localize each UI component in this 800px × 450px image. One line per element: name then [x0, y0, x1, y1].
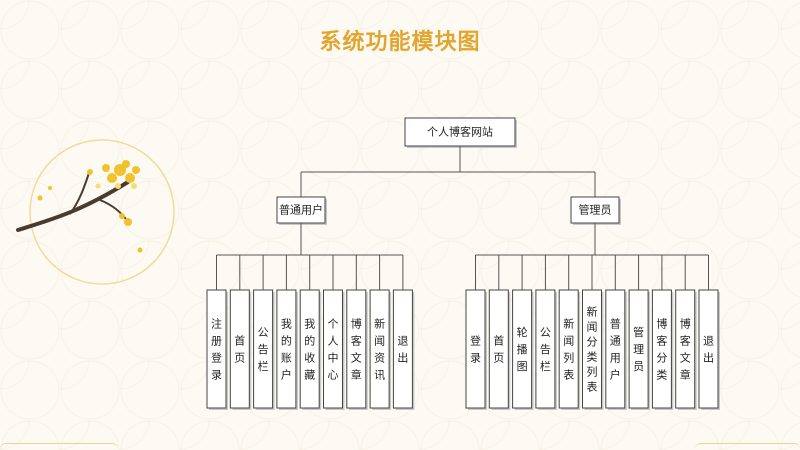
- leaf-node: [465, 289, 486, 409]
- decor-band-left: [0, 443, 118, 450]
- leaf-node-label: 公告栏: [540, 326, 551, 373]
- leaf-node: [512, 289, 533, 409]
- leaf-node: [651, 289, 672, 409]
- leaf-node: [323, 289, 343, 409]
- leaf-node: [346, 289, 367, 409]
- leaf-node: [369, 289, 390, 409]
- leaf-node: [276, 289, 297, 409]
- leaf-node: [206, 289, 227, 409]
- leaf-node-label: 登录: [470, 334, 481, 365]
- leaf-node-label: 博客分类: [656, 318, 667, 382]
- root-node: [404, 117, 516, 147]
- group-node-0: [276, 196, 326, 224]
- leaf-node-label: 首页: [493, 334, 504, 365]
- flower-branch-illustration: [16, 139, 175, 285]
- leaf-node-label: 管理员: [633, 325, 644, 373]
- leaf-node-label: 普通用户: [610, 317, 621, 382]
- leaf-node: [229, 289, 250, 409]
- leaf-node-label: 博客文章: [680, 318, 691, 382]
- leaf-node: [299, 289, 320, 409]
- leaf-node-label: 新闻资讯: [374, 317, 385, 382]
- leaf-node-label: 我的收藏: [304, 318, 315, 382]
- leaf-node: [253, 289, 274, 409]
- leaf-node: [628, 289, 649, 409]
- leaf-node: [675, 289, 696, 409]
- group-node-1: [570, 196, 620, 224]
- leaf-node-label: 退出: [703, 335, 714, 365]
- diagram-title: 系统功能模块图: [319, 30, 481, 55]
- leaf-node-label: 退出: [397, 335, 408, 365]
- leaf-node-label: 博客文章: [351, 318, 362, 382]
- group-node-label-1: 管理员: [579, 203, 612, 217]
- group-node-label-0: 普通用户: [279, 203, 323, 217]
- leaf-node-label: 个人中心: [328, 318, 339, 382]
- leaf-node-label: 我的账户: [281, 318, 292, 382]
- leaf-node-label: 新闻列表: [563, 317, 574, 382]
- leaf-node: [605, 289, 626, 409]
- leaf-node: [392, 289, 413, 409]
- leaf-node: [582, 289, 602, 409]
- leaf-node-label: 轮播图: [517, 325, 528, 373]
- leaf-node: [535, 289, 556, 409]
- leaf-node-label: 公告栏: [258, 326, 269, 373]
- leaf-node-label: 首页: [234, 334, 245, 365]
- decor-band-right: [695, 443, 800, 450]
- leaf-node: [558, 289, 579, 409]
- leaf-node-label: 新闻分类列表: [587, 305, 598, 394]
- leaf-node-label: 注册登录: [211, 317, 222, 382]
- leaf-node: [488, 289, 509, 409]
- leaf-node: [698, 289, 719, 409]
- root-node-label: 个人博客网站: [427, 125, 493, 139]
